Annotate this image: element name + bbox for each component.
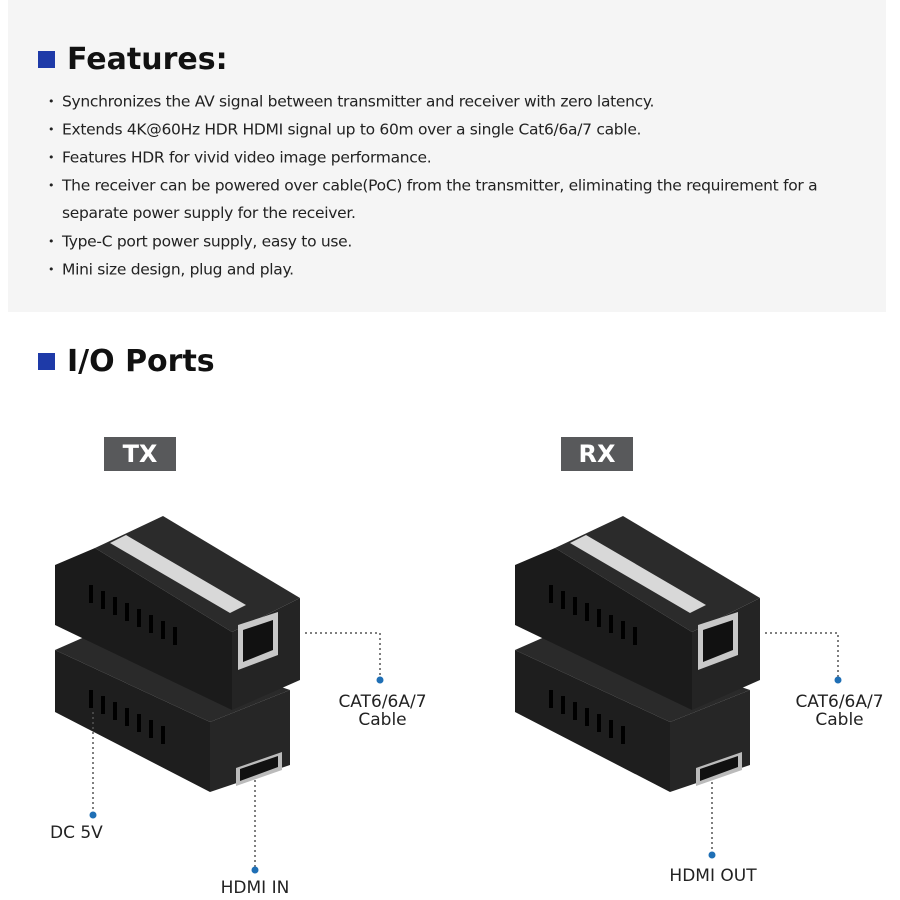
tx-tag: TX [104, 437, 176, 471]
tx-cable-callout-line [305, 632, 381, 678]
feature-item: Features HDR for vivid video image perfo… [48, 144, 882, 172]
feature-item: Type-C port power supply, easy to use. [48, 228, 882, 256]
rx-cable-label: CAT6/6A/7 Cable [782, 693, 897, 729]
square-bullet-icon [38, 51, 55, 68]
tx-cable-label-line1: CAT6/6A/7 [338, 692, 427, 712]
features-list: Synchronizes the AV signal between trans… [48, 88, 882, 284]
rx-device [515, 516, 760, 792]
tx-device [55, 516, 300, 792]
rx-hdmi-label: HDMI OUT [669, 866, 757, 886]
tx-cable-label: CAT6/6A/7 Cable [325, 693, 440, 729]
rx-tag: RX [561, 437, 633, 471]
feature-item: Mini size design, plug and play. [48, 256, 882, 284]
io-ports-title: I/O Ports [67, 344, 215, 379]
callout-dot [834, 676, 842, 684]
callout-dot [251, 866, 259, 874]
tx-dc-label: DC 5V [50, 823, 103, 843]
callout-dot [708, 851, 716, 859]
callout-dot [376, 676, 384, 684]
rx-cable-label-line1: CAT6/6A/7 [795, 692, 884, 712]
tx-hdmi-label: HDMI IN [220, 878, 290, 898]
features-heading: Features: [38, 42, 228, 77]
feature-item: Synchronizes the AV signal between trans… [48, 88, 882, 116]
rx-cable-callout-line [765, 632, 839, 678]
feature-item: Extends 4K@60Hz HDR HDMI signal up to 60… [48, 116, 882, 144]
rx-cable-label-line2: Cable [815, 710, 864, 730]
square-bullet-icon [38, 353, 55, 370]
features-title: Features: [67, 42, 228, 77]
io-ports-heading: I/O Ports [38, 344, 215, 379]
tx-cable-label-line2: Cable [358, 710, 407, 730]
feature-item: The receiver can be powered over cable(P… [48, 172, 882, 228]
callout-dot [89, 811, 97, 819]
